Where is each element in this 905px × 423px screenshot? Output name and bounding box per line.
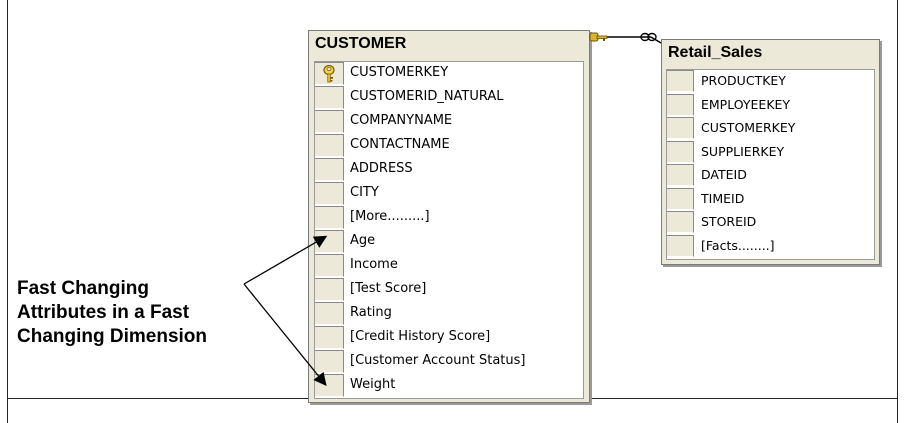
column-row[interactable]: EMPLOYEEKEY bbox=[667, 93, 874, 117]
column-row[interactable]: CUSTOMERKEY bbox=[315, 62, 583, 86]
row-selector-cell[interactable] bbox=[315, 278, 344, 301]
row-selector-cell[interactable] bbox=[315, 134, 344, 157]
row-selector-cell[interactable] bbox=[667, 211, 694, 233]
annotation-arrow-to-weight bbox=[243, 283, 327, 387]
column-row[interactable]: Income bbox=[315, 254, 583, 278]
row-selector-cell[interactable] bbox=[667, 187, 694, 210]
row-selector-cell[interactable] bbox=[667, 93, 694, 116]
column-row[interactable]: ADDRESS bbox=[315, 158, 583, 182]
column-name: CUSTOMERKEY bbox=[701, 120, 796, 135]
column-name: COMPANYNAME bbox=[350, 113, 453, 128]
row-selector-cell[interactable] bbox=[667, 70, 694, 92]
row-selector-cell[interactable] bbox=[667, 234, 694, 257]
column-name: TIMEID bbox=[701, 190, 745, 206]
retail-sales-columns-list: PRODUCTKEY EMPLOYEEKEY CUSTOMERKEY SUPPLIER… bbox=[666, 69, 875, 260]
column-name: CUSTOMERKEY bbox=[350, 65, 449, 80]
column-row[interactable]: STOREID bbox=[667, 211, 874, 234]
annotation-line-1: Fast Changing bbox=[17, 278, 149, 299]
column-row[interactable]: PRODUCTKEY bbox=[667, 70, 874, 93]
row-selector-cell[interactable] bbox=[315, 254, 344, 277]
annotation-arrow-to-age bbox=[243, 235, 328, 285]
column-name: SUPPLIERKEY bbox=[701, 143, 785, 159]
row-selector-cell[interactable] bbox=[667, 140, 694, 163]
column-name: Income bbox=[350, 257, 398, 272]
column-row[interactable]: CONTACTNAME bbox=[315, 134, 583, 158]
retail-sales-table-title: Retail_Sales bbox=[668, 44, 763, 61]
column-row[interactable]: TIMEID bbox=[667, 187, 874, 211]
column-row[interactable]: [More.........] bbox=[315, 206, 583, 230]
column-name: Age bbox=[350, 233, 376, 248]
customer-table[interactable]: CUSTOMER CUSTOMERKEY CUSTOMERID_NATURAL CO… bbox=[308, 30, 590, 403]
column-row[interactable]: CUSTOMERID_NATURAL bbox=[315, 86, 583, 110]
column-row[interactable]: [Facts........] bbox=[667, 234, 874, 258]
column-name: DATEID bbox=[701, 167, 747, 182]
row-selector-cell[interactable] bbox=[315, 206, 344, 229]
row-selector-cell[interactable] bbox=[667, 164, 694, 186]
row-selector-cell[interactable] bbox=[667, 117, 694, 139]
customer-table-title: CUSTOMER bbox=[315, 35, 407, 52]
column-name: EMPLOYEEKEY bbox=[701, 96, 791, 112]
column-row[interactable]: DATEID bbox=[667, 164, 874, 187]
column-name: [More.........] bbox=[350, 209, 430, 224]
column-row[interactable]: [Customer Account Status] bbox=[315, 350, 583, 374]
diagram-frame bbox=[7, 0, 898, 423]
column-name: [Test Score] bbox=[350, 281, 427, 296]
key-icon bbox=[589, 32, 608, 42]
column-name: PRODUCTKEY bbox=[701, 73, 786, 88]
annotation-line-2: Attributes in a Fast bbox=[17, 302, 190, 323]
customer-columns-list: CUSTOMERKEY CUSTOMERID_NATURAL COMPANYNAME… bbox=[314, 61, 584, 399]
row-selector-cell[interactable] bbox=[315, 110, 344, 133]
annotation-text: Fast Changing Attributes in a Fast Chang… bbox=[17, 277, 207, 349]
column-name: [Customer Account Status] bbox=[350, 353, 526, 368]
primary-key-icon bbox=[323, 65, 335, 83]
column-row[interactable]: [Credit History Score] bbox=[315, 326, 583, 350]
column-name: CUSTOMERID_NATURAL bbox=[350, 89, 504, 104]
column-name: STOREID bbox=[701, 214, 757, 229]
row-selector-cell[interactable] bbox=[315, 86, 344, 109]
annotation-line-3: Changing Dimension bbox=[17, 326, 207, 347]
column-name: CONTACTNAME bbox=[350, 137, 450, 152]
column-row[interactable]: CITY bbox=[315, 182, 583, 206]
row-selector-cell[interactable] bbox=[315, 302, 344, 325]
column-row[interactable]: COMPANYNAME bbox=[315, 110, 583, 134]
row-selector-cell[interactable] bbox=[315, 350, 344, 373]
column-name: [Credit History Score] bbox=[350, 329, 491, 344]
column-name: CITY bbox=[350, 185, 379, 200]
row-selector-cell[interactable] bbox=[315, 62, 344, 85]
column-row[interactable]: SUPPLIERKEY bbox=[667, 140, 874, 164]
column-name: Weight bbox=[350, 377, 396, 392]
column-name: [Facts........] bbox=[701, 237, 775, 253]
infinity-icon bbox=[640, 32, 657, 42]
column-row[interactable]: CUSTOMERKEY bbox=[667, 117, 874, 140]
retail-sales-table[interactable]: Retail_Sales PRODUCTKEY EMPLOYEEKEY CUSTOM… bbox=[661, 39, 880, 265]
row-selector-cell[interactable] bbox=[315, 182, 344, 205]
column-name: ADDRESS bbox=[350, 161, 413, 176]
row-selector-cell[interactable] bbox=[315, 326, 344, 349]
row-selector-cell[interactable] bbox=[315, 158, 344, 181]
column-name: Rating bbox=[350, 305, 392, 320]
column-row[interactable]: Rating bbox=[315, 302, 583, 326]
column-row[interactable]: [Test Score] bbox=[315, 278, 583, 302]
